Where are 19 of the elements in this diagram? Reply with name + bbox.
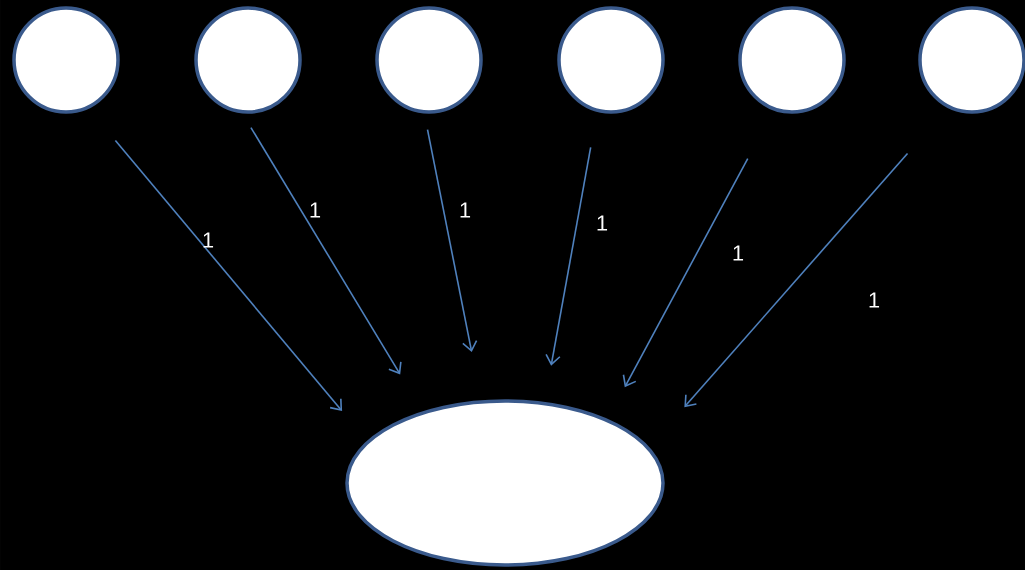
edge-label: 1 (597, 215, 608, 231)
arrow (114, 139, 343, 412)
circle-node (918, 6, 1025, 114)
circle-node (557, 6, 665, 114)
ellipse-node (345, 399, 665, 567)
circle-node (738, 6, 846, 114)
edge-label: 1 (733, 245, 744, 261)
arrow (545, 146, 592, 366)
arrow (622, 157, 749, 388)
edge-label: 1 (203, 232, 214, 248)
edge-label: 1 (460, 202, 471, 218)
arrow (426, 128, 478, 353)
arrow (250, 126, 402, 375)
edge-label: 1 (310, 202, 321, 218)
circle-node (375, 6, 483, 114)
arrow (684, 152, 909, 408)
edge-label: 1 (869, 292, 880, 308)
circle-node (194, 6, 302, 114)
circle-node (12, 6, 120, 114)
